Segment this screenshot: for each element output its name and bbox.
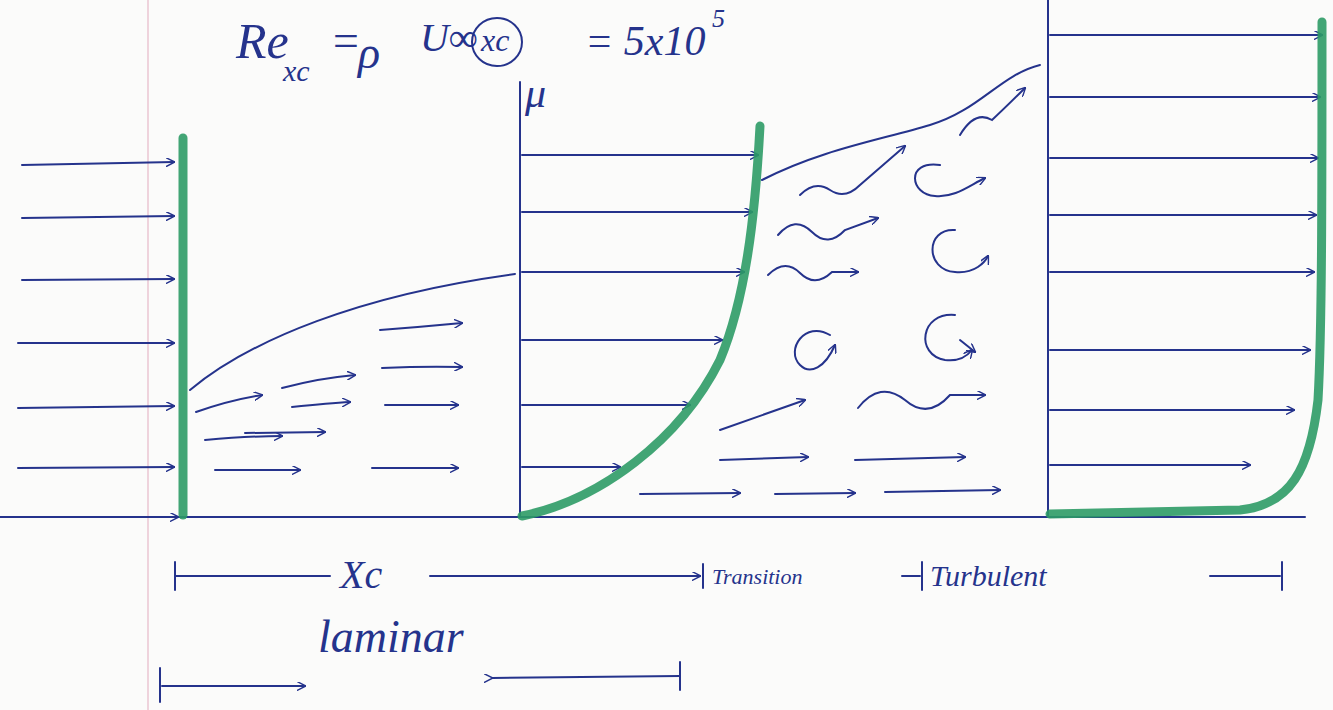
equation-symbol: μ <box>525 72 546 114</box>
region-label: Turbulent <box>930 561 1047 591</box>
equation-exponent: 5 <box>712 6 725 32</box>
region-label: laminar <box>318 614 464 660</box>
equation-value: = 5x10 <box>585 20 705 62</box>
equation-sign: = <box>330 18 361 64</box>
equation-subscript: xc <box>283 56 310 86</box>
equation-symbol: ρ <box>358 30 380 76</box>
equation-symbol: xc <box>481 24 509 56</box>
equation-term: Re <box>236 16 289 66</box>
equation-symbol: U∞ <box>420 18 477 58</box>
region-label: Transition <box>712 566 802 588</box>
dimension-label: Xc <box>340 555 382 595</box>
